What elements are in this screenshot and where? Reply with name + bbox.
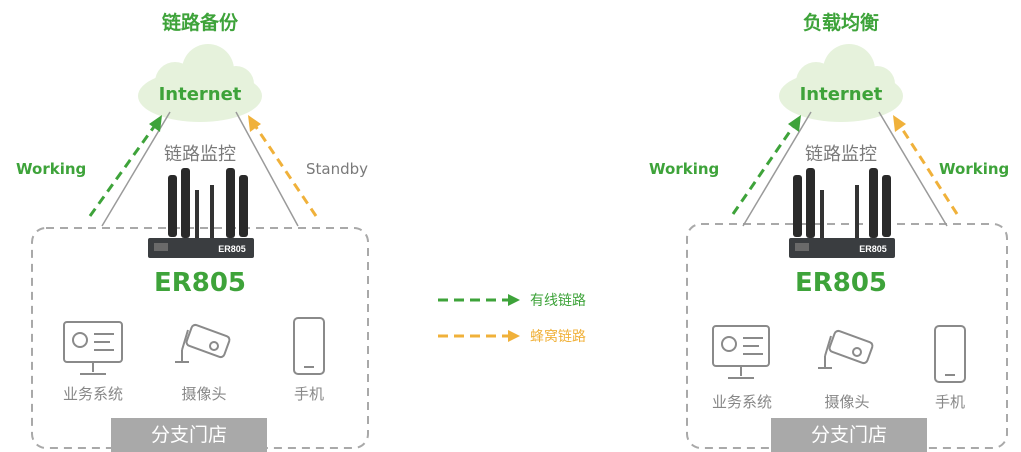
- wired-legend-label: 有线链路: [530, 293, 586, 309]
- link-backup-panel: ER805 链路备份 Internet 链路监控 Working Standby: [10, 0, 390, 452]
- internet-label: Internet: [158, 84, 242, 105]
- internet-label: Internet: [799, 84, 883, 105]
- branch-box: [31, 227, 369, 449]
- arrow-icon: [508, 294, 520, 306]
- camera-icon: [818, 329, 874, 369]
- arrow-icon: [788, 115, 801, 132]
- router-icon: [789, 168, 895, 258]
- right-diagram-graphics: ER805: [686, 44, 1008, 449]
- device-label-phone: 手机: [293, 385, 324, 403]
- link-monitor-label: 链路监控: [164, 144, 236, 165]
- working-link-arrow: [731, 123, 797, 215]
- left-diagram-graphics: ER805: [31, 44, 369, 449]
- working-label-cellular: Working: [939, 160, 1010, 178]
- router-badge: ER805: [218, 244, 246, 254]
- left-gray-line: [742, 111, 812, 227]
- phone-icon: [293, 317, 325, 375]
- working-label: Working: [16, 160, 87, 178]
- right-gray-line: [878, 111, 948, 227]
- branch-store-label: 分支门店: [771, 418, 927, 452]
- device-label-business-system: 业务系统: [711, 393, 772, 411]
- camera-icon: [175, 323, 231, 363]
- router-model-label: ER805: [153, 268, 247, 298]
- phone-icon: [934, 325, 966, 383]
- router-icon: [148, 168, 254, 258]
- arrow-icon: [893, 115, 906, 132]
- panel-title: 负载均衡: [802, 12, 879, 34]
- cellular-legend-label: 蜂窝链路: [530, 329, 586, 345]
- right-gray-line: [235, 111, 299, 227]
- standby-link-arrow: [252, 123, 318, 217]
- branch-store-label: 分支门店: [111, 418, 267, 452]
- arrow-icon: [149, 115, 162, 132]
- working-label: Working: [649, 160, 720, 178]
- router-model-label: ER805: [794, 268, 888, 298]
- device-label-camera: 摄像头: [824, 393, 870, 411]
- cloud-icon: [138, 44, 262, 122]
- device-label-business-system: 业务系统: [62, 385, 123, 403]
- load-balance-panel: ER805 负载均衡 Internet 链路监控 Working Working…: [631, 0, 1011, 452]
- device-label-camera: 摄像头: [181, 385, 227, 403]
- desktop-icon: [712, 325, 770, 379]
- working-link-arrow: [88, 123, 158, 217]
- link-monitor-label: 链路监控: [805, 144, 877, 165]
- device-label-phone: 手机: [934, 393, 965, 411]
- desktop-icon: [63, 321, 123, 375]
- working-cellular-arrow: [897, 123, 959, 215]
- arrow-icon: [508, 330, 520, 342]
- panel-title: 链路备份: [161, 12, 238, 34]
- arrow-icon: [248, 115, 261, 132]
- cloud-icon: [779, 44, 903, 122]
- standby-label: Standby: [306, 160, 369, 178]
- router-badge: ER805: [859, 244, 887, 254]
